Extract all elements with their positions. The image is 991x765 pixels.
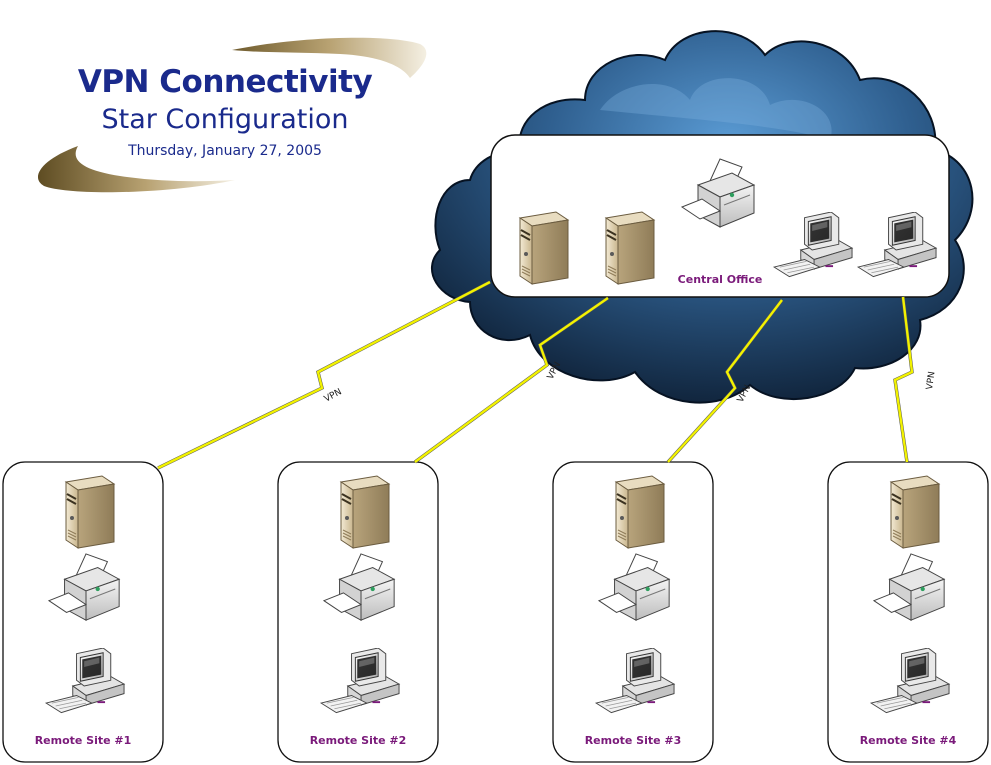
server-icon	[886, 475, 940, 549]
remote-site-label-1: Remote Site #1	[35, 734, 132, 747]
server-icon	[61, 475, 115, 549]
remote-site-label-3: Remote Site #3	[585, 734, 682, 747]
diagram-date: Thursday, January 27, 2005	[128, 143, 322, 159]
title-swoosh-top	[232, 37, 427, 78]
diagram-title: VPN Connectivity	[77, 64, 373, 100]
vpn-label-4: VPN	[925, 371, 937, 391]
server-icon	[601, 211, 655, 285]
vpn-link-4	[893, 296, 914, 463]
server-icon	[336, 475, 390, 549]
vpn-link-2	[413, 296, 609, 464]
server-icon	[515, 211, 569, 285]
vpn-link-1	[157, 280, 491, 470]
server-icon	[611, 475, 665, 549]
vpn-link-3	[666, 298, 784, 464]
remote-site-label-4: Remote Site #4	[860, 734, 957, 747]
diagram-subtitle: Star Configuration	[101, 104, 349, 135]
remote-site-label-2: Remote Site #2	[310, 734, 407, 747]
title-swoosh-bottom	[37, 146, 235, 193]
vpn-label-1: VPN	[323, 387, 344, 404]
central-office-label: Central Office	[678, 273, 763, 286]
